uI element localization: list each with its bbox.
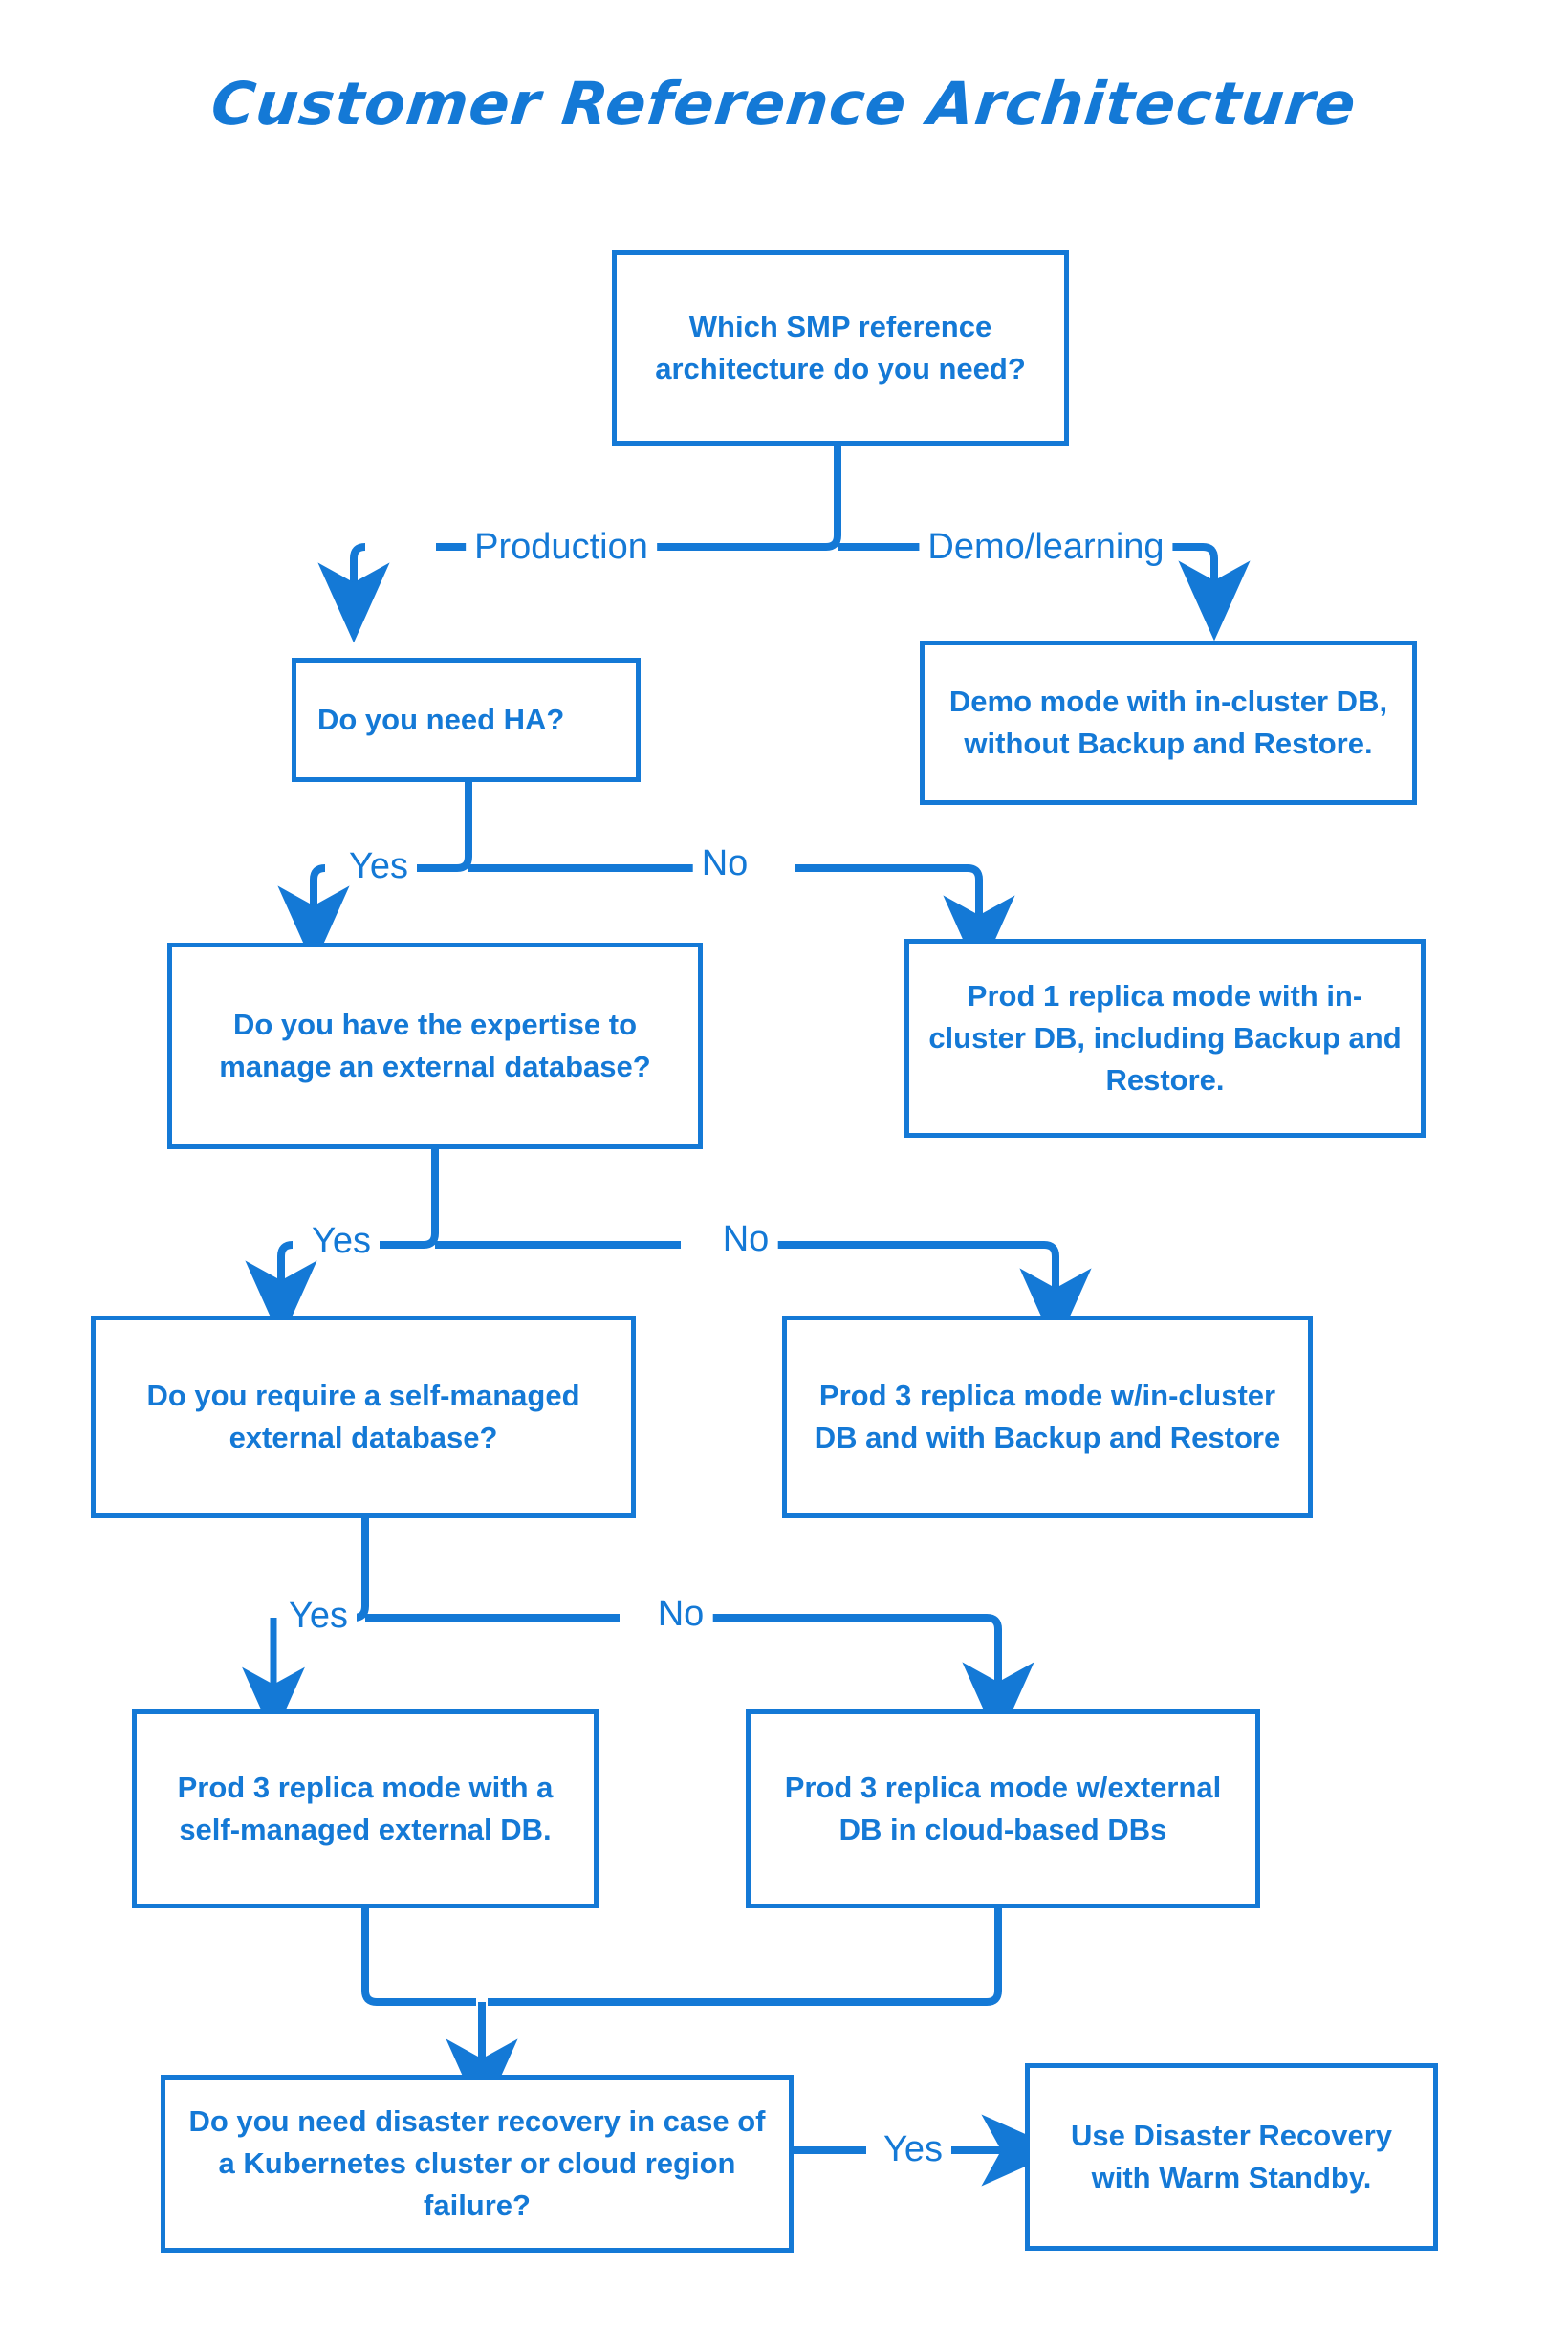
node-prod3-incluster-outcome[interactable]: Prod 3 replica mode w/in-cluster DB and … bbox=[782, 1316, 1313, 1518]
edge-label-dr-yes: Yes bbox=[875, 2131, 951, 2167]
edge-label-ha-no: No bbox=[692, 845, 757, 882]
node-dr-outcome-label: Use Disaster Recovery with Warm Standby. bbox=[1070, 2118, 1393, 2194]
wire-merge-right bbox=[488, 1908, 1002, 2006]
node-self-managed-question-label: Do you require a self-managed external d… bbox=[146, 1378, 580, 1454]
edge-label-self-managed-yes: Yes bbox=[280, 1598, 357, 1634]
node-root-question[interactable]: Which SMP reference architecture do you … bbox=[612, 250, 1069, 446]
node-expertise-question[interactable]: Do you have the expertise to manage an e… bbox=[167, 943, 703, 1149]
edge-label-demo-learning: Demo/learning bbox=[919, 529, 1173, 565]
node-prod3-cloud-outcome-label: Prod 3 replica mode w/external DB in clo… bbox=[784, 1770, 1222, 1846]
wire-expertise-no bbox=[750, 1241, 1092, 1349]
node-self-managed-question[interactable]: Do you require a self-managed external d… bbox=[91, 1316, 636, 1518]
wire-selfmanaged-no bbox=[688, 1614, 1034, 1743]
node-dr-question[interactable]: Do you need disaster recovery in case of… bbox=[161, 2075, 794, 2253]
edge-label-expertise-no: No bbox=[713, 1221, 778, 1257]
wire-production-down bbox=[317, 543, 390, 643]
node-prod3-cloud-outcome[interactable]: Prod 3 replica mode w/external DB in clo… bbox=[746, 1709, 1260, 1908]
page-title: Customer Reference Architecture bbox=[207, 69, 1361, 139]
node-prod3-selfmanaged-outcome-label: Prod 3 replica mode with a self-managed … bbox=[177, 1770, 554, 1846]
node-ha-question-label: Do you need HA? bbox=[317, 702, 565, 736]
wire-ha-yes bbox=[277, 864, 350, 967]
node-prod1-outcome[interactable]: Prod 1 replica mode with in-cluster DB, … bbox=[904, 939, 1426, 1138]
wire-expertise-stem bbox=[371, 1149, 439, 1249]
node-expertise-question-label: Do you have the expertise to manage an e… bbox=[219, 1007, 651, 1083]
edge-label-production: Production bbox=[466, 529, 657, 565]
node-root-question-label: Which SMP reference architecture do you … bbox=[655, 309, 1026, 385]
edge-label-ha-yes: Yes bbox=[340, 848, 417, 884]
node-prod3-incluster-outcome-label: Prod 3 replica mode w/in-cluster DB and … bbox=[814, 1378, 1281, 1454]
node-prod3-selfmanaged-outcome[interactable]: Prod 3 replica mode with a self-managed … bbox=[132, 1709, 599, 1908]
wire-expertise-yes bbox=[245, 1241, 317, 1341]
edge-label-expertise-yes: Yes bbox=[303, 1223, 380, 1259]
node-prod1-outcome-label: Prod 1 replica mode with in-cluster DB, … bbox=[928, 978, 1402, 1097]
node-ha-question[interactable]: Do you need HA? bbox=[292, 658, 641, 782]
wire-merge-left bbox=[361, 1908, 476, 2006]
node-dr-question-label: Do you need disaster recovery in case of… bbox=[188, 2103, 766, 2222]
node-demo-outcome-label: Demo mode with in-cluster DB, without Ba… bbox=[948, 684, 1388, 760]
wire-ha-no bbox=[795, 864, 1015, 976]
node-dr-outcome[interactable]: Use Disaster Recovery with Warm Standby. bbox=[1025, 2063, 1438, 2251]
edge-label-self-managed-no: No bbox=[648, 1596, 713, 1632]
node-demo-outcome[interactable]: Demo mode with in-cluster DB, without Ba… bbox=[920, 641, 1417, 805]
